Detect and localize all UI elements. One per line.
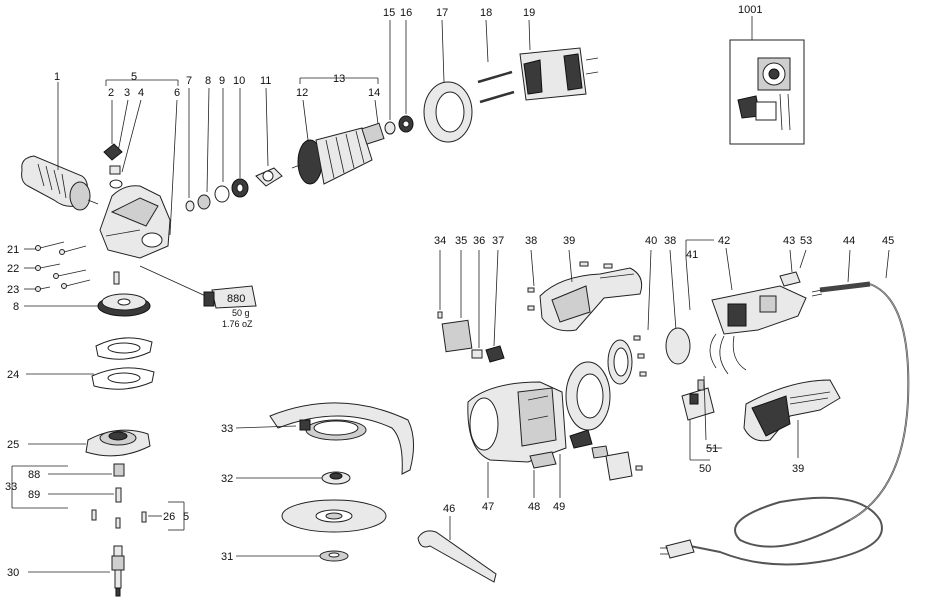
label-part-5: 5 — [131, 71, 137, 83]
label-part-2: 2 — [108, 87, 114, 99]
power-cable-part — [660, 283, 910, 566]
grinding-disc-part — [281, 499, 387, 533]
label-part-8-lower: 8 — [13, 301, 19, 313]
label-part-3: 3 — [124, 87, 130, 99]
gear-head-housing-part — [99, 185, 171, 259]
label-part-12: 12 — [296, 87, 308, 99]
label-part-51: 51 — [706, 443, 718, 455]
label-part-48: 48 — [528, 501, 540, 513]
bracket-13 — [299, 77, 379, 84]
label-part-49: 49 — [553, 501, 565, 513]
label-part-26: 26 — [163, 511, 175, 523]
label-part-39-upper: 39 — [563, 235, 575, 247]
label-part-43: 43 — [783, 235, 795, 247]
label-part-32: 32 — [221, 473, 233, 485]
label-part-38-left: 38 — [525, 235, 537, 247]
bracket-5 — [105, 79, 179, 86]
label-part-6: 6 — [174, 87, 180, 99]
label-part-9: 9 — [219, 75, 225, 87]
label-part-39-lower: 39 — [792, 463, 804, 475]
electronics-module-part — [681, 379, 715, 421]
grease-code-label: 880 — [227, 293, 245, 305]
label-part-22: 22 — [7, 263, 19, 275]
label-part-11: 11 — [260, 75, 271, 87]
stator-part — [519, 47, 599, 101]
schematic-inset-1001 — [729, 16, 805, 145]
label-part-16: 16 — [400, 7, 412, 19]
label-part-19: 19 — [523, 7, 535, 19]
bevel-gear-part — [97, 293, 151, 317]
label-part-8: 8 — [205, 75, 211, 87]
side-handle-part — [21, 155, 99, 211]
gaskets-part — [91, 337, 155, 390]
label-part-23: 23 — [7, 284, 19, 296]
label-part-1001: 1001 — [738, 4, 762, 16]
label-part-40: 40 — [645, 235, 657, 247]
label-part-14: 14 — [368, 87, 380, 99]
spanner-part — [417, 530, 497, 583]
bearing-parts — [185, 167, 283, 212]
label-part-89: 89 — [28, 489, 40, 501]
handle-half-upper-part — [539, 261, 643, 332]
label-part-17: 17 — [436, 7, 448, 19]
spindle-part — [111, 545, 125, 597]
label-part-5-lower: 5 — [183, 511, 189, 523]
bracket-26-5 — [168, 501, 185, 531]
bracket-42 — [685, 239, 714, 258]
label-part-47: 47 — [482, 501, 494, 513]
label-part-24: 24 — [7, 369, 19, 381]
label-part-13: 13 — [333, 73, 345, 85]
grease-tube: 880 50 g 1.76 oZ — [139, 265, 257, 329]
cable-strain-relief-part — [811, 281, 871, 297]
label-part-42: 42 — [718, 235, 730, 247]
switch-assembly-part — [709, 285, 807, 375]
label-part-1: 1 — [54, 71, 60, 83]
label-part-38-right: 38 — [664, 235, 676, 247]
label-part-46: 46 — [443, 503, 455, 515]
fan-baffle-part — [423, 81, 473, 143]
grease-weight-g-label: 50 g — [232, 308, 250, 318]
label-part-37: 37 — [492, 235, 504, 247]
grease-weight-oz-label: 1.76 oZ — [222, 319, 253, 329]
label-part-15: 15 — [383, 7, 395, 19]
label-part-21: 21 — [7, 244, 19, 256]
label-part-30: 30 — [7, 567, 19, 579]
label-part-7: 7 — [186, 75, 192, 87]
label-part-33-center: 33 — [221, 423, 233, 435]
label-part-45: 45 — [882, 235, 894, 247]
label-part-10: 10 — [233, 75, 245, 87]
bearing-flange-part — [85, 429, 151, 457]
label-part-50: 50 — [699, 463, 711, 475]
bracket-33-left — [11, 465, 68, 509]
label-part-35: 35 — [455, 235, 467, 247]
label-part-53: 53 — [800, 235, 812, 247]
label-part-4: 4 — [138, 87, 144, 99]
label-part-44: 44 — [843, 235, 855, 247]
label-part-33-left: 33 — [5, 481, 17, 493]
flange-nut-31-part — [319, 550, 349, 562]
bracket-50 — [689, 420, 710, 461]
label-part-31: 31 — [221, 551, 233, 563]
brush-ring-part — [565, 361, 611, 431]
screws-group — [35, 241, 120, 292]
label-part-41: 41 — [686, 249, 698, 261]
label-part-88: 88 — [28, 469, 40, 481]
flange-32-part — [321, 471, 351, 485]
label-part-25: 25 — [7, 439, 19, 451]
wheel-guard-part — [269, 402, 414, 475]
armature-part — [291, 122, 385, 185]
handle-half-lower-part — [743, 379, 841, 442]
label-part-18: 18 — [480, 7, 492, 19]
label-part-36: 36 — [473, 235, 485, 247]
label-part-34: 34 — [434, 235, 446, 247]
motor-housing-part — [467, 381, 567, 463]
